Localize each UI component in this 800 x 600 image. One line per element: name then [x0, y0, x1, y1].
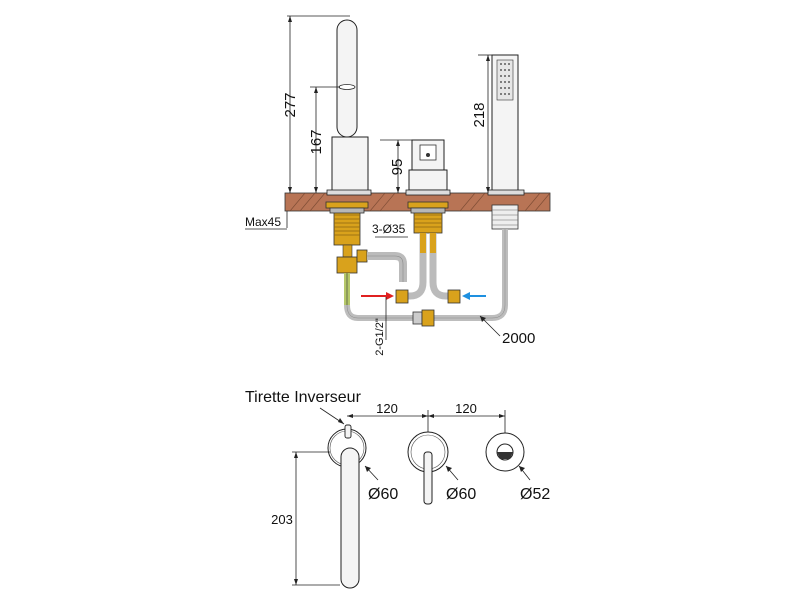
- dim-max-deck-thickness: Max45: [245, 215, 281, 229]
- spout-elevation: [325, 19, 407, 305]
- mixer-elevation: [361, 139, 486, 304]
- dim-spacing-right: 120: [455, 401, 477, 416]
- dim-spout-diameter: Ø60: [368, 486, 398, 503]
- dim-inlets: 2-G1/2": [374, 318, 386, 356]
- spout-plan: [327, 424, 367, 589]
- dimension-lines: [245, 15, 501, 340]
- diverter-label: Tirette Inverseur: [245, 389, 362, 406]
- handshower-elevation: [344, 54, 525, 327]
- dim-hose-length: 2000: [502, 330, 535, 347]
- dim-spout-total-height: 277: [282, 92, 299, 117]
- dim-handshower-height: 218: [471, 102, 488, 127]
- dim-holes: 3-Ø35: [372, 222, 406, 236]
- dim-spout-reach: 203: [271, 512, 293, 527]
- handshower-plan: [485, 432, 525, 472]
- dim-spacing-left: 120: [376, 401, 398, 416]
- dim-spout-body-height: 167: [308, 129, 325, 154]
- dim-handshower-diameter: Ø52: [520, 486, 550, 503]
- mixer-plan: [407, 431, 449, 505]
- dim-mixer-diameter: Ø60: [446, 486, 476, 503]
- dim-mixer-height: 95: [389, 159, 406, 176]
